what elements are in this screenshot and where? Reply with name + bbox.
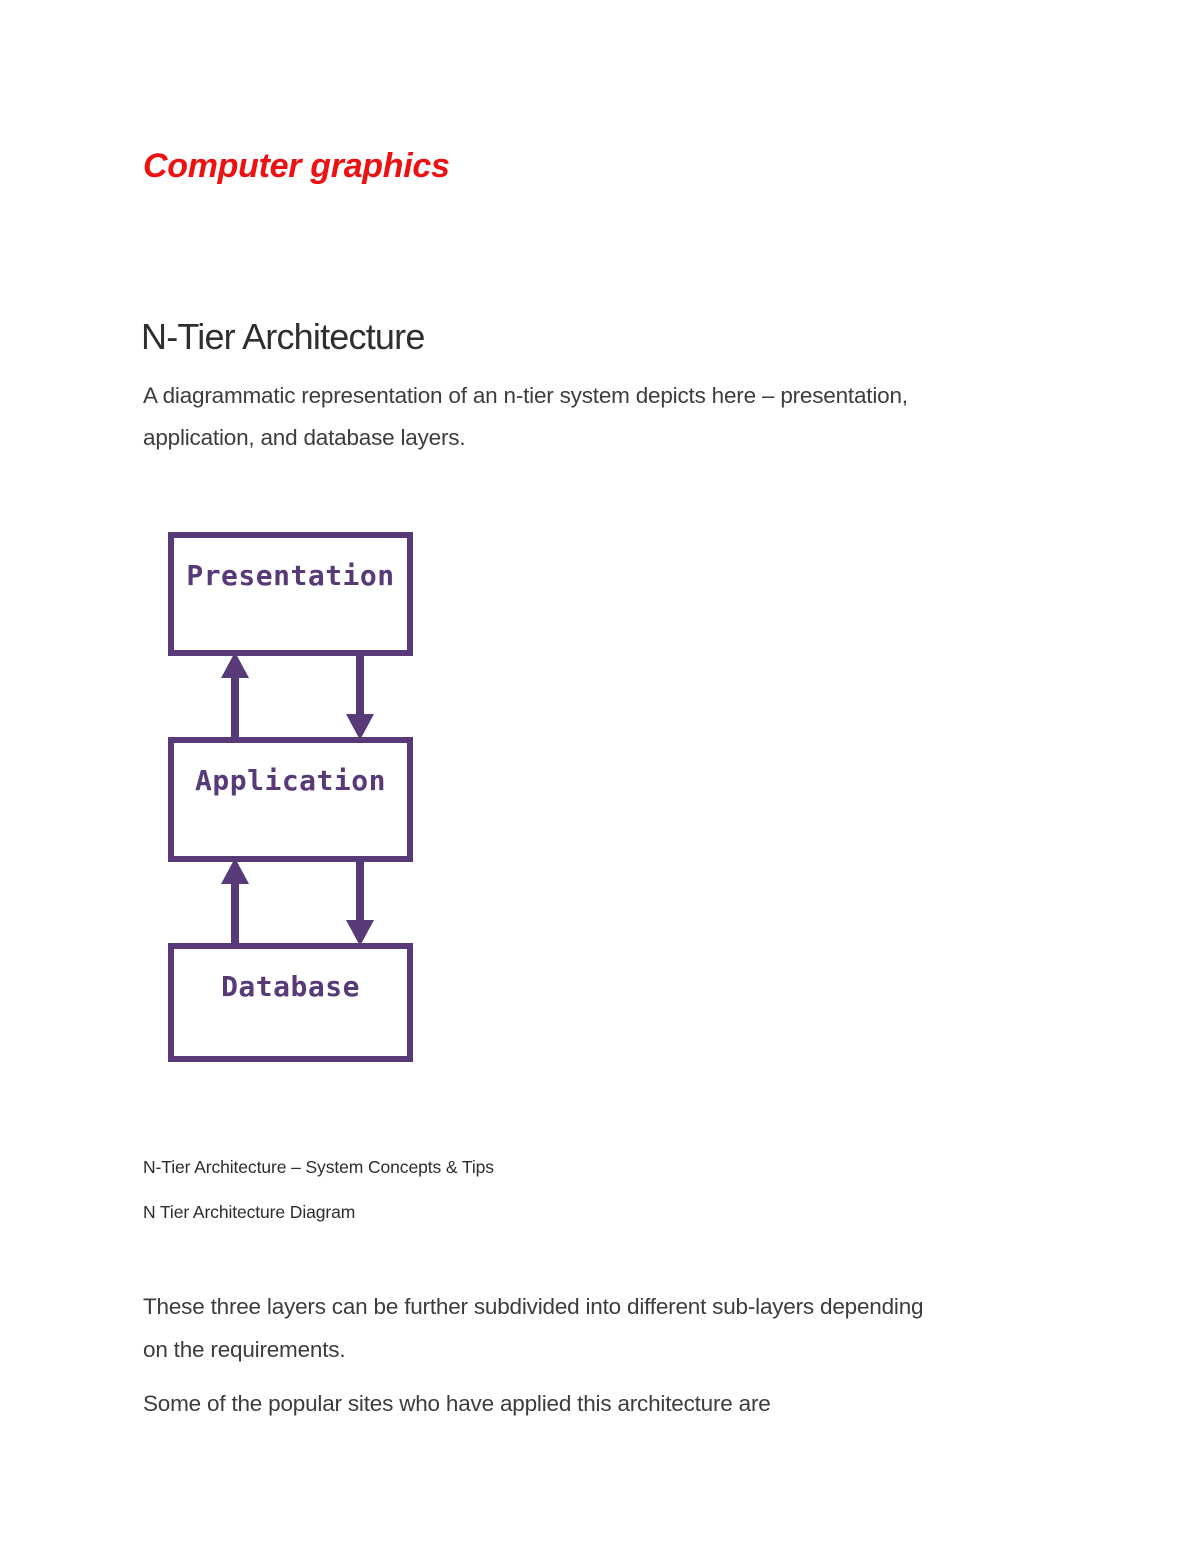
up-arrow-icon [220,858,250,946]
closing-paragraph: Some of the popular sites who have appli… [143,1382,771,1425]
down-arrow-icon [345,652,375,740]
page-title: Computer graphics [143,147,450,185]
section-heading: N-Tier Architecture [141,316,425,357]
application-box: Application [168,737,413,862]
presentation-box-label: Presentation [186,559,395,592]
diagram-caption-title: N Tier Architecture Diagram [143,1202,356,1222]
closing-line: Some of the popular sites who have appli… [143,1391,771,1416]
database-box: Database [168,943,413,1062]
up-arrow-icon [220,652,250,740]
body-line-2: on the requirements. [143,1337,346,1362]
body-paragraph: These three layers can be further subdiv… [143,1285,924,1371]
intro-paragraph: A diagrammatic representation of an n-ti… [143,375,908,459]
down-arrow-icon [345,858,375,946]
diagram-caption-source: N-Tier Architecture – System Concepts & … [143,1157,494,1177]
n-tier-architecture-diagram: Presentation Application [168,532,413,1062]
application-box-label: Application [195,764,386,797]
intro-line-1: A diagrammatic representation of an n-ti… [143,383,908,408]
presentation-box: Presentation [168,532,413,656]
database-box-label: Database [221,970,360,1003]
intro-line-2: application, and database layers. [143,425,466,450]
body-line-1: These three layers can be further subdiv… [143,1294,924,1319]
